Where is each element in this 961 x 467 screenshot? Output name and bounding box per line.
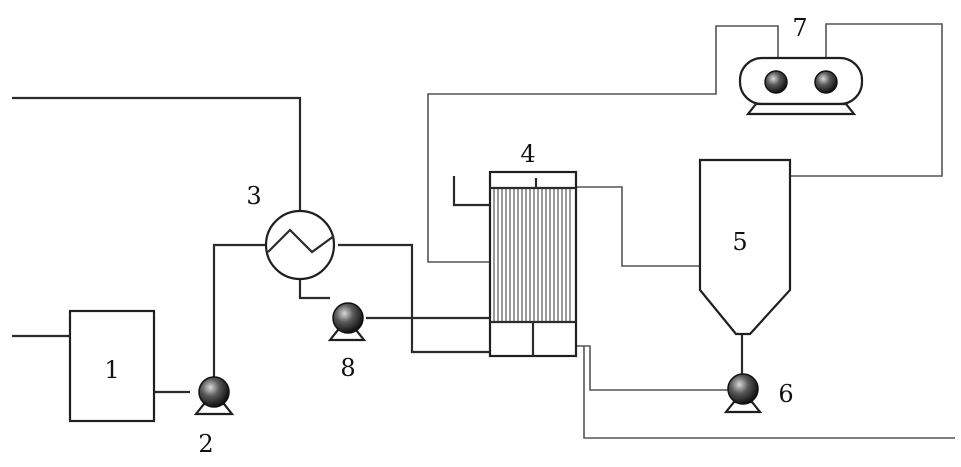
separator-5 xyxy=(698,158,792,336)
label-unit-7: 7 xyxy=(792,14,807,42)
pipe-blower7-left-loop xyxy=(427,25,779,263)
label-unit-5: 5 xyxy=(732,228,747,256)
pipe-exchanger3-to-pump8 xyxy=(298,272,330,300)
blower-7-base xyxy=(745,102,857,116)
pipe-top-feed xyxy=(12,96,302,218)
label-unit-3: 3 xyxy=(246,182,261,210)
pipe-pump6-return xyxy=(576,345,728,391)
pipe-bottom-outlet xyxy=(583,346,955,439)
blower-7 xyxy=(738,56,864,116)
pump-8 xyxy=(327,302,367,342)
pump-6 xyxy=(723,373,763,414)
pipe-blower7-to-separator5 xyxy=(790,23,943,177)
pump-2-ball xyxy=(198,376,230,408)
blower-7-body xyxy=(738,56,864,106)
label-unit-8: 8 xyxy=(340,354,355,382)
pipe-pump2-to-exchanger3 xyxy=(212,243,266,380)
pipe-reactor-vent xyxy=(452,176,490,207)
pump-8-ball xyxy=(332,302,364,334)
heat-exchanger-3 xyxy=(264,209,336,281)
heat-exchanger-3-coil xyxy=(267,228,335,254)
label-unit-6: 6 xyxy=(778,380,793,408)
tank-1-body xyxy=(68,309,156,423)
pump-2 xyxy=(193,376,235,416)
separator-5-body xyxy=(698,158,792,336)
reactor-4-tube-bundle xyxy=(493,189,571,321)
pipe-network xyxy=(12,23,955,439)
blower-7-rotor-left xyxy=(764,70,788,94)
tank-1 xyxy=(68,309,156,423)
pump-6-ball xyxy=(727,373,759,405)
label-unit-1: 1 xyxy=(104,356,119,384)
pipe-reactor-to-separator5 xyxy=(576,186,700,267)
blower-7-rotor-right xyxy=(814,70,838,94)
reactor-4 xyxy=(488,170,578,358)
label-unit-2: 2 xyxy=(198,430,213,458)
pipe-exchanger3-to-reactor xyxy=(338,243,490,354)
heat-exchanger-3-shell xyxy=(264,209,336,281)
label-unit-4: 4 xyxy=(520,140,535,168)
pump-6-base xyxy=(723,400,763,414)
unit-labels: 1 2 3 4 5 6 7 8 xyxy=(104,14,807,458)
